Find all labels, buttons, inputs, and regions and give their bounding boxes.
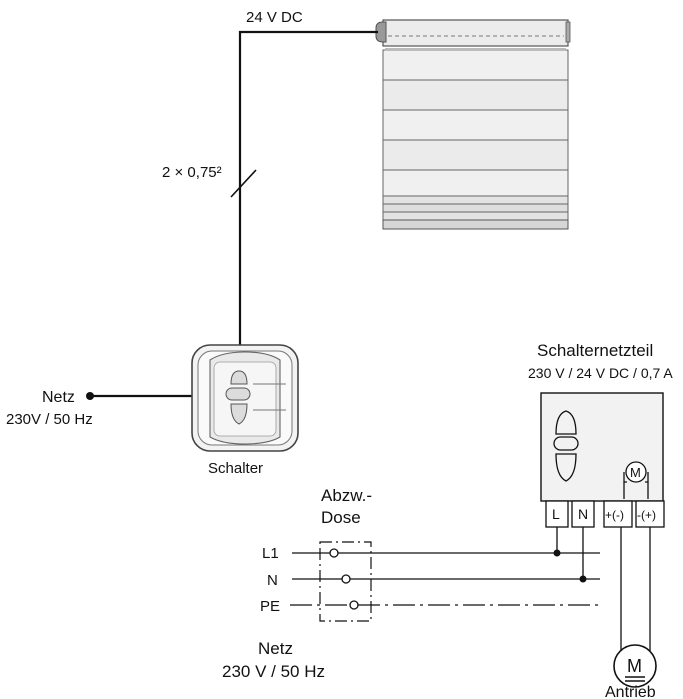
netz-left-spec: 230V / 50 Hz xyxy=(6,411,93,428)
blind-graphic xyxy=(375,19,571,230)
psu-spec: 230 V / 24 V DC / 0,7 A xyxy=(528,365,673,381)
psu-title: Schalternetzteil xyxy=(537,341,653,360)
psu-motor-symbol: M xyxy=(630,465,641,480)
power-supply-unit: M xyxy=(540,392,664,502)
dc-cable xyxy=(238,30,378,345)
psu-terminals xyxy=(545,500,665,528)
junction-dot-l xyxy=(553,549,561,557)
terminal-plus-label: +(-) xyxy=(605,508,624,522)
cable-spec-label: 2 × 0,75² xyxy=(162,164,222,181)
junction-dot-n xyxy=(579,575,587,583)
line-n-label: N xyxy=(267,572,278,589)
terminal-minus-label: -(+) xyxy=(637,508,656,522)
line-pe-label: PE xyxy=(260,598,280,615)
supply-dc-label: 24 V DC xyxy=(246,9,303,26)
motor-symbol-label: M xyxy=(627,656,642,676)
motor-symbol xyxy=(613,644,657,688)
terminal-n-label: N xyxy=(578,506,588,522)
junction-box xyxy=(319,541,372,622)
terminal-l-label: L xyxy=(552,506,560,522)
wall-switch xyxy=(191,344,299,452)
cable-tick xyxy=(230,169,257,198)
netz-bottom-label: Netz xyxy=(258,639,293,658)
line-l1-label: L1 xyxy=(262,545,279,562)
netz-left-label: Netz xyxy=(42,389,75,406)
junction-box-label-1: Abzw.- xyxy=(321,486,372,505)
drive-label: Antrieb xyxy=(605,684,656,699)
switch-label: Schalter xyxy=(208,460,263,477)
netz-bottom-spec: 230 V / 50 Hz xyxy=(222,662,325,681)
junction-box-label-2: Dose xyxy=(321,508,361,527)
